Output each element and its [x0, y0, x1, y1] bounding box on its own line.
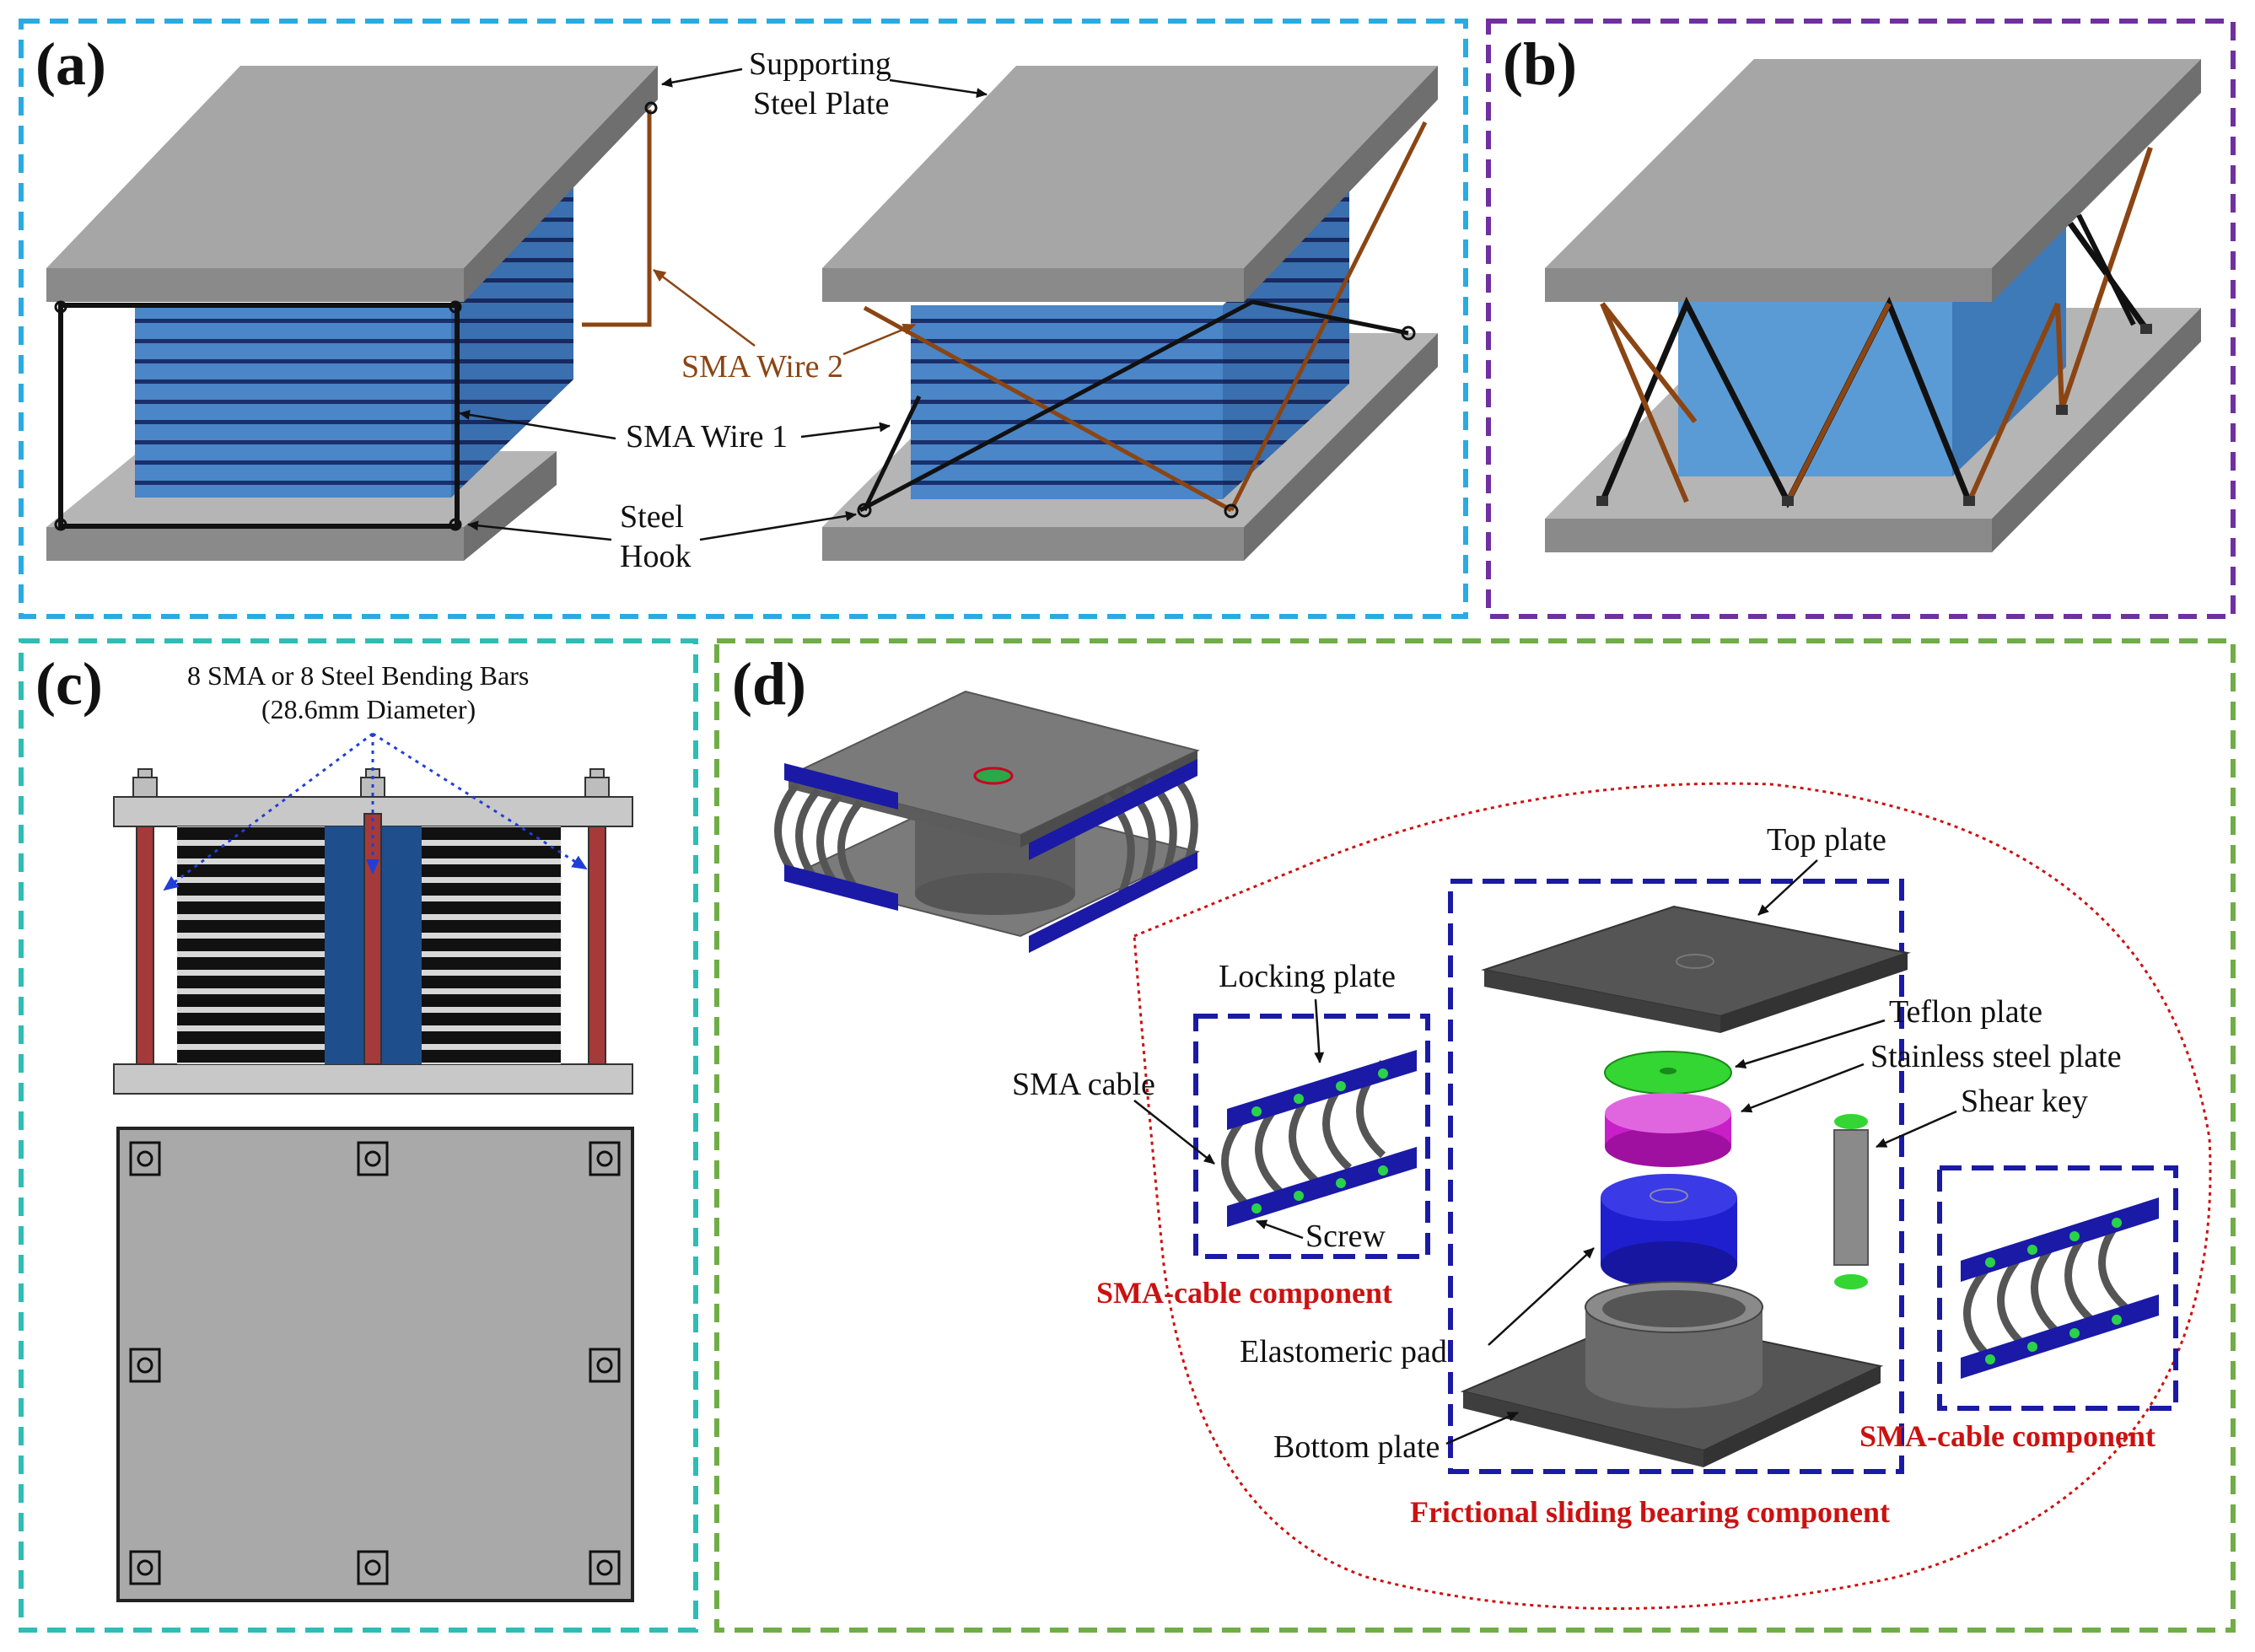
panel-a-letter: (a): [35, 30, 106, 98]
sma-cable-component-right: [1961, 1197, 2159, 1379]
bearing-c-plan: [116, 1127, 634, 1602]
label-locking-plate: Locking plate: [1219, 959, 1396, 994]
sma-cable-component-left: [1221, 1050, 1417, 1227]
label-shear-key: Shear key: [1961, 1084, 2088, 1119]
label-sma-wire-2: SMA Wire 2: [681, 349, 843, 385]
label-steel-hook-1: Steel: [620, 499, 684, 535]
panel-b-letter: (b): [1503, 30, 1577, 98]
label-screw: Screw: [1305, 1219, 1386, 1254]
label-bottom-plate: Bottom plate: [1273, 1429, 1440, 1465]
label-steel-hook-2: Hook: [620, 539, 691, 574]
panel-a: (a): [19, 19, 1468, 619]
label-sma-cable-component-left: SMA-cable component: [1096, 1276, 1392, 1310]
bearing-a-right: [822, 66, 1438, 561]
panel-d-letter: (d): [732, 650, 806, 718]
bearing-c-elevation: [113, 732, 633, 1095]
label-supporting-1: Supporting: [749, 46, 891, 82]
label-stainless-plate: Stainless steel plate: [1870, 1039, 2122, 1074]
label-bars-line2: (28.6mm Diameter): [261, 694, 476, 724]
panel-c: (c) 8 SMA or 8 Steel Bending Bars (28.6m…: [19, 638, 698, 1633]
label-elastomeric-pad: Elastomeric pad: [1240, 1334, 1447, 1369]
panel-a-border: [19, 19, 1468, 619]
bearing-d-assembled: [774, 690, 1200, 953]
callout-bubble: [1133, 782, 2212, 1610]
frictional-bearing-exploded: [1460, 905, 1911, 1467]
panel-b-border: [1486, 19, 2236, 619]
group-box-left: [1193, 1014, 1430, 1259]
panel-b: (b): [1486, 19, 2236, 619]
panel-d: (d): [714, 638, 2236, 1633]
label-sma-cable-component-right: SMA-cable component: [1859, 1419, 2155, 1453]
label-teflon-plate: Teflon plate: [1889, 994, 2042, 1030]
panel-d-border: [714, 638, 2236, 1633]
label-sma-wire-1: SMA Wire 1: [626, 419, 788, 455]
bearing-a-left: [46, 66, 658, 561]
label-top-plate: Top plate: [1767, 822, 1886, 858]
panel-c-letter: (c): [35, 650, 103, 718]
label-frictional-component: Frictional sliding bearing component: [1410, 1495, 1890, 1529]
group-box-center: [1448, 879, 1904, 1474]
label-supporting-2: Steel Plate: [753, 86, 889, 121]
label-sma-cable: SMA cable: [1012, 1067, 1155, 1102]
label-bars-line1: 8 SMA or 8 Steel Bending Bars: [187, 660, 529, 691]
group-box-right: [1937, 1165, 2178, 1411]
